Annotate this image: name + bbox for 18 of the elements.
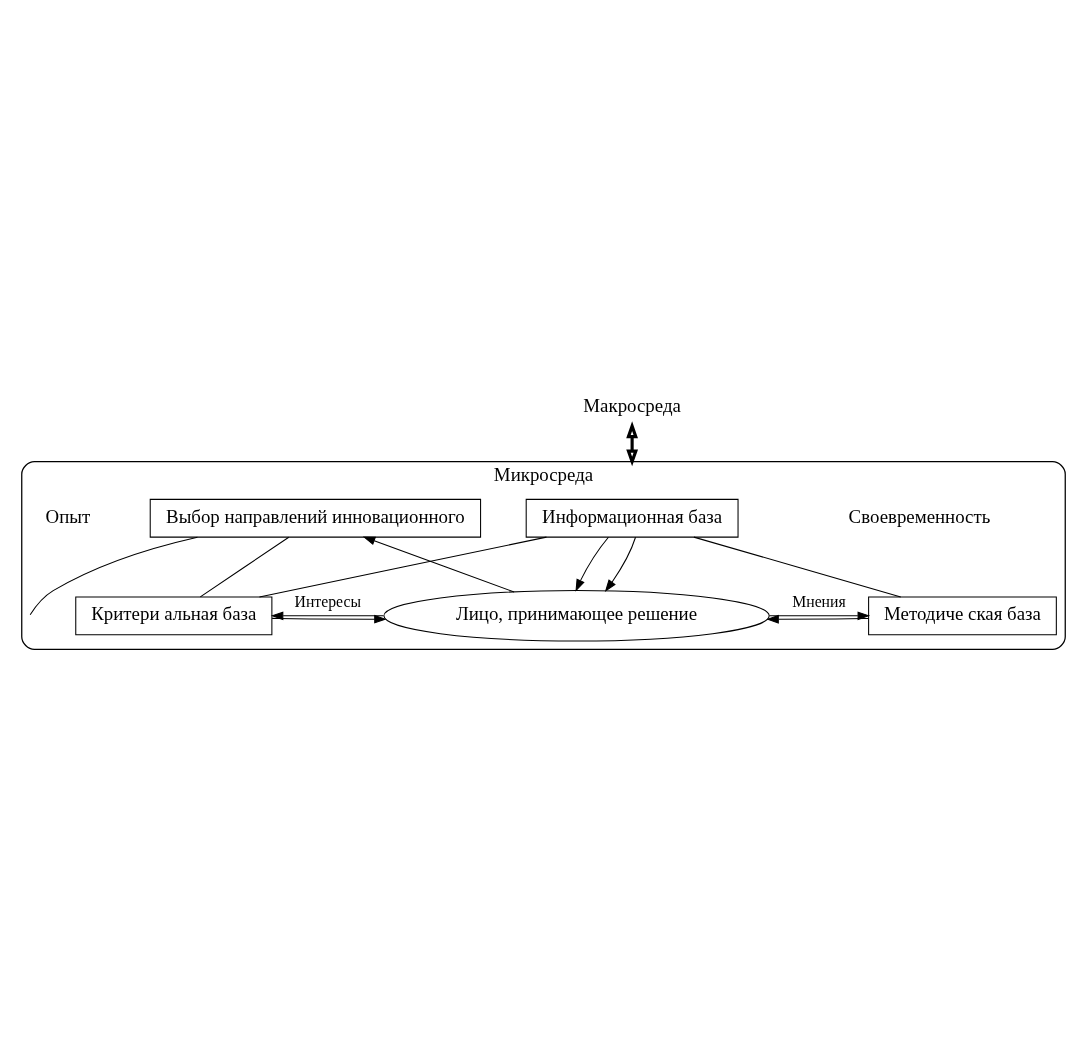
node-box: Информационная база bbox=[525, 498, 739, 538]
connector bbox=[29, 536, 198, 616]
node-ellipse: Лицо, принимающее решение bbox=[383, 590, 770, 642]
label: Опыт bbox=[45, 505, 91, 527]
node-box: Методиче ская база bbox=[868, 596, 1057, 636]
connector bbox=[693, 536, 902, 598]
arrow bbox=[604, 536, 637, 593]
edge-label: Интересы bbox=[294, 593, 361, 611]
node-text: Макросреда bbox=[583, 394, 681, 416]
node-box: Критери альная база bbox=[75, 596, 273, 636]
arrow bbox=[626, 421, 638, 467]
label: Своевременность bbox=[848, 505, 991, 527]
arrow bbox=[575, 536, 609, 592]
connector bbox=[199, 536, 290, 598]
connector bbox=[258, 536, 547, 598]
node-box: Выбор направлений инновационного bbox=[149, 498, 482, 538]
edge-label: Мнения bbox=[792, 593, 846, 611]
arrow bbox=[362, 536, 515, 593]
